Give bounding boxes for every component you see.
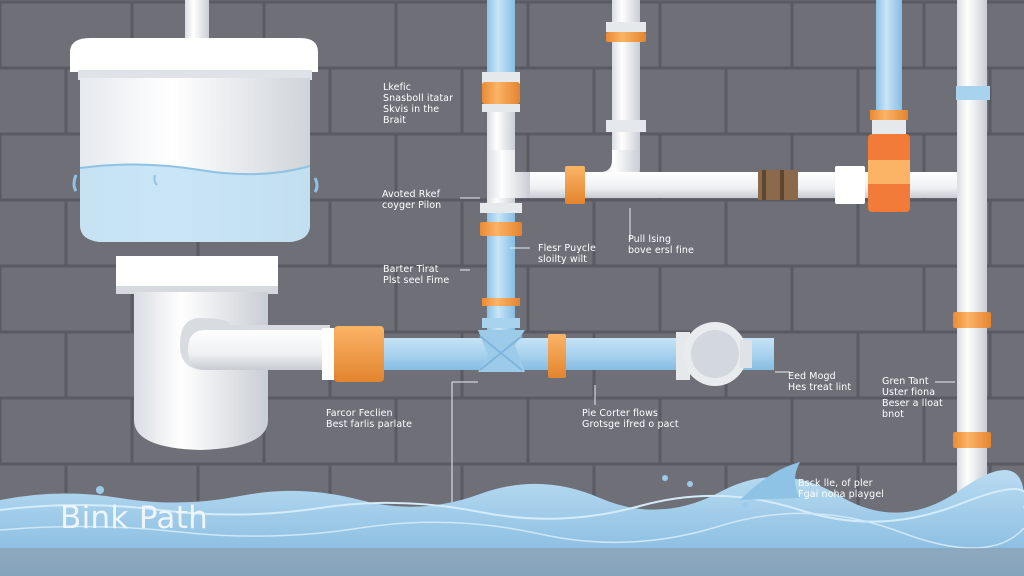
label-green-tank: Gren Tant Uster fiona Beser a lloat bnot xyxy=(882,376,943,420)
label-vent-relief: Avoted Rkef coyger Pilon xyxy=(382,189,442,211)
fixture-tank xyxy=(70,0,330,450)
label-factor: Farcor Feclien Best farlis parlate xyxy=(326,408,413,430)
label-back-flow: Bsck lle, of pler Fgai noha playgel xyxy=(798,478,884,500)
water-surface xyxy=(0,462,1024,576)
diagram-title: Bink Path xyxy=(60,500,209,536)
label-pipe-center: Flesr Puycle sloilty wilt xyxy=(538,243,596,265)
label-fall-line: Pull lsing bove ersl fine xyxy=(628,234,694,256)
label-leader-lines xyxy=(451,197,955,525)
label-barrier: Barter Tirat Plst seel Fime xyxy=(383,264,450,286)
label-top-left: Lkefic Snasboll itatar Skvis in the Brai… xyxy=(383,82,454,126)
fittings xyxy=(322,22,991,448)
label-corter-flows: Pie Corter flows Grotsge ifred o pact xyxy=(582,408,679,430)
label-end-head: Eed Mogd Hes treat lint xyxy=(788,371,852,393)
